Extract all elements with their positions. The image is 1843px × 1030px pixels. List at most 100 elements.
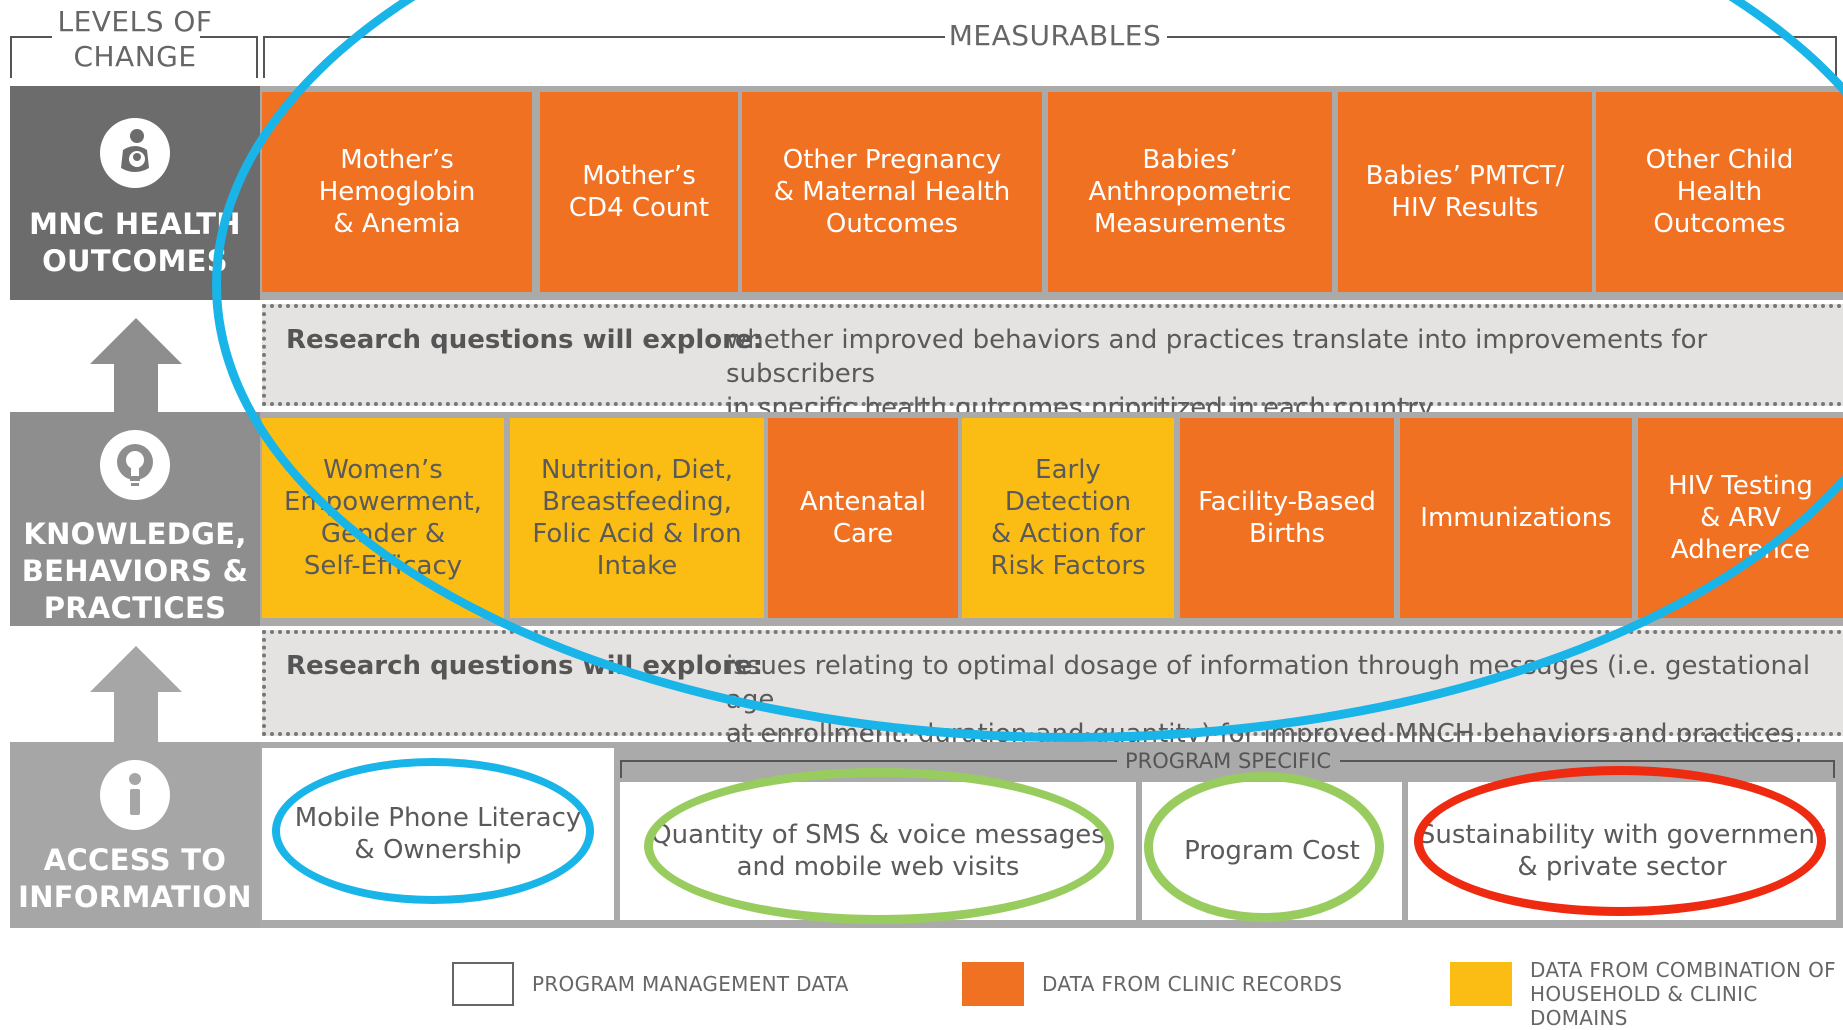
levels-of-change-line2: CHANGE bbox=[73, 40, 197, 73]
cell-line: Early bbox=[1035, 455, 1101, 485]
research-text-2: issues relating to optimal dosage of inf… bbox=[726, 649, 1843, 751]
research-questions-box-1: Research questions will explore: whether… bbox=[262, 304, 1843, 423]
cell-line: HIV Results bbox=[1391, 193, 1539, 223]
research-text-1-line1: whether improved behaviors and practices… bbox=[726, 325, 1708, 389]
cell-line: & Action for bbox=[991, 519, 1145, 549]
cell-line: & Anemia bbox=[333, 209, 461, 239]
measurables-bracket-line-left bbox=[263, 36, 945, 78]
cell-line: Facility-Based bbox=[1198, 487, 1376, 517]
lightbulb-head-icon bbox=[100, 430, 170, 500]
cell-line: HIV Testing bbox=[1668, 471, 1813, 501]
level-knowledge-line2: BEHAVIORS & bbox=[21, 554, 249, 588]
cell-line: Births bbox=[1249, 519, 1325, 549]
level-mnc-line1: MNC HEALTH bbox=[29, 207, 241, 241]
legend-label-program-management: PROGRAM MANAGEMENT DATA bbox=[532, 972, 849, 996]
program-specific-bracket-right bbox=[1340, 760, 1835, 778]
program-specific-bracket-left bbox=[620, 760, 1117, 778]
up-arrow-icon bbox=[90, 646, 182, 742]
cell-line: Risk Factors bbox=[990, 551, 1146, 581]
cell-line: & Maternal Health bbox=[773, 177, 1011, 207]
cell-line: Quantity of SMS & voice messages bbox=[651, 820, 1105, 850]
measurables-bracket-line-right bbox=[1167, 36, 1837, 78]
cell-line: Nutrition, Diet, bbox=[540, 455, 734, 485]
level-knowledge-line1: KNOWLEDGE, bbox=[23, 517, 247, 551]
cell-line: & ARV bbox=[1700, 503, 1781, 533]
level-access-line2: INFORMATION bbox=[18, 880, 252, 914]
cell-line: Mobile Phone Literacy bbox=[294, 803, 582, 833]
level-knowledge-title: KNOWLEDGE, BEHAVIORS & PRACTICES bbox=[10, 516, 260, 627]
level-access-line1: ACCESS TO bbox=[43, 843, 227, 877]
cell-line: Anthropometric bbox=[1088, 177, 1292, 207]
cell-line: Measurements bbox=[1093, 209, 1287, 239]
cell-line: Gender & bbox=[320, 519, 446, 549]
research-text-2-line1: issues relating to optimal dosage of inf… bbox=[726, 651, 1811, 715]
info-icon bbox=[100, 760, 170, 830]
cell-babies-pmtct: Babies’ PMTCT/HIV Results bbox=[1338, 92, 1592, 292]
legend-label-clinic-records: DATA FROM CLINIC RECORDS bbox=[1042, 972, 1343, 996]
research-label-2: Research questions will explore: bbox=[286, 651, 764, 681]
cell-sustainability: Sustainability with government& private … bbox=[1408, 782, 1836, 920]
legend-label-combination: DATA FROM COMBINATION OF HOUSEHOLD & CLI… bbox=[1530, 958, 1843, 1030]
levels-of-change-heading: LEVELS OF CHANGE bbox=[30, 4, 240, 74]
cell-line: Babies’ PMTCT/ bbox=[1365, 161, 1565, 191]
levels-bracket-right bbox=[200, 36, 258, 78]
cell-immunizations: Immunizations bbox=[1400, 418, 1632, 618]
levels-bracket-left bbox=[10, 36, 52, 78]
cell-line: Care bbox=[832, 519, 894, 549]
cell-line: Empowerment, bbox=[284, 487, 482, 517]
cell-line: Program Cost bbox=[1184, 836, 1360, 866]
cell-line: Detection bbox=[1004, 487, 1132, 517]
measurables-heading: MEASURABLES bbox=[948, 19, 1162, 52]
cell-line: Intake bbox=[596, 551, 678, 581]
cell-line: Mother’s bbox=[340, 145, 454, 175]
cell-line: Outcomes bbox=[825, 209, 959, 239]
cell-nutrition-diet: Nutrition, Diet,Breastfeeding,Folic Acid… bbox=[510, 418, 764, 618]
cell-line: Hemoglobin bbox=[318, 177, 476, 207]
level-mnc-title: MNC HEALTH OUTCOMES bbox=[10, 206, 260, 280]
cell-line: Other Pregnancy bbox=[782, 145, 1002, 175]
cell-line: Self-Efficacy bbox=[303, 551, 463, 581]
cell-line: & Ownership bbox=[354, 835, 522, 865]
legend-swatch-combination bbox=[1450, 962, 1512, 1006]
cell-line: Outcomes bbox=[1653, 209, 1786, 239]
research-text-1: whether improved behaviors and practices… bbox=[726, 323, 1843, 425]
cell-line: Antenatal bbox=[799, 487, 927, 517]
research-questions-box-2: Research questions will explore: issues … bbox=[262, 630, 1843, 749]
research-label-1: Research questions will explore: bbox=[286, 325, 764, 355]
legend-combination-line1: DATA FROM COMBINATION OF bbox=[1530, 958, 1836, 982]
level-mnc-line2: OUTCOMES bbox=[42, 244, 228, 278]
cell-line: Adherence bbox=[1670, 535, 1811, 565]
mother-child-icon bbox=[100, 118, 170, 188]
cell-line: & private sector bbox=[1517, 852, 1727, 882]
legend-swatch-program-management bbox=[452, 962, 514, 1006]
level-knowledge-behaviors: KNOWLEDGE, BEHAVIORS & PRACTICES bbox=[10, 412, 260, 626]
level-access-title: ACCESS TO INFORMATION bbox=[10, 842, 260, 916]
level-knowledge-line3: PRACTICES bbox=[43, 591, 227, 625]
cell-line: Folic Acid & Iron bbox=[532, 519, 742, 549]
cell-line: Babies’ bbox=[1142, 145, 1238, 175]
cell-line: Women’s bbox=[323, 455, 443, 485]
cell-line: and mobile web visits bbox=[736, 852, 1020, 882]
cell-line: Sustainability with government bbox=[1418, 820, 1826, 850]
legend-combination-line2: HOUSEHOLD & CLINIC DOMAINS bbox=[1530, 982, 1758, 1030]
cell-line: Health bbox=[1676, 177, 1763, 207]
cell-program-cost: Program Cost bbox=[1142, 782, 1402, 920]
cell-line: Immunizations bbox=[1420, 503, 1612, 533]
cell-line: Mother’s bbox=[582, 161, 696, 191]
cell-line: Breastfeeding, bbox=[542, 487, 732, 517]
level-mnc-health-outcomes: MNC HEALTH OUTCOMES bbox=[10, 86, 260, 300]
level-access-to-information: ACCESS TO INFORMATION bbox=[10, 742, 260, 928]
program-specific-label: PROGRAM SPECIFIC bbox=[1124, 749, 1331, 773]
legend-swatch-clinic-records bbox=[962, 962, 1024, 1006]
cell-mobile-phone-literacy: Mobile Phone Literacy& Ownership bbox=[262, 748, 614, 920]
